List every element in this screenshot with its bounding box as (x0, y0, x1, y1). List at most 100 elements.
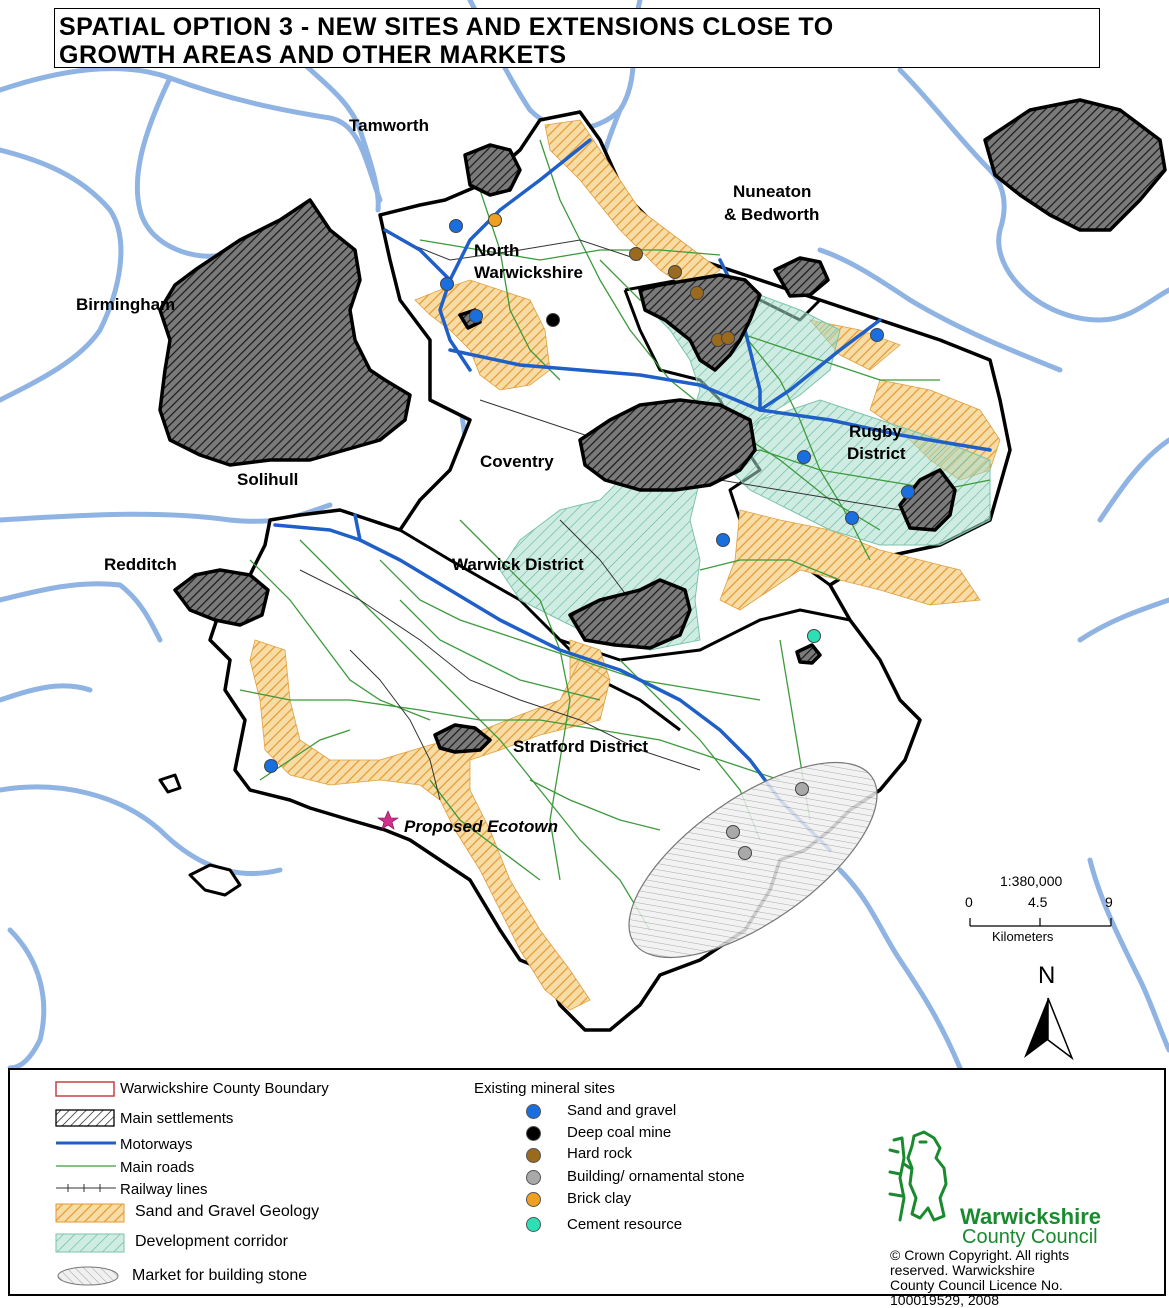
legend-site-building-stone: Building/ ornamental stone (567, 1168, 745, 1185)
scale-tick-4-5: 4.5 (1028, 894, 1048, 910)
legend-dot-sand-gravel (526, 1104, 541, 1119)
legend-site-hard-rock: Hard rock (567, 1145, 633, 1162)
main-roads (239, 139, 991, 931)
bear-ragged-staff-logo-icon (888, 1130, 948, 1222)
legend-dot-cement (526, 1217, 541, 1232)
legend-motorways: Motorways (120, 1136, 193, 1153)
map-title-box: SPATIAL OPTION 3 - NEW SITES AND EXTENSI… (54, 8, 1100, 69)
copyright-line-2: reserved. Warwickshire (890, 1262, 1035, 1278)
map-canvas (0, 0, 1169, 1068)
site-deep-coal (546, 313, 560, 327)
legend-site-sand-gravel: Sand and gravel (567, 1102, 677, 1119)
north-label: N (1038, 962, 1056, 989)
settlements (158, 98, 1167, 754)
site-brick-clay (488, 213, 502, 227)
legend: Warwickshire County Boundary Main settle… (8, 1068, 1166, 1296)
scale-labels: 1:380,000 0 4.5 9 Kilometers (958, 870, 1118, 950)
label-solihull: Solihull (237, 470, 299, 489)
label-nuneaton-line-1: Nuneaton (733, 182, 812, 201)
legend-dot-brick-clay (526, 1192, 541, 1207)
site-sand-gravel (901, 485, 915, 499)
outlying-areas (158, 773, 242, 897)
site-sand-gravel (449, 219, 463, 233)
legend-market-stone: Market for building stone (132, 1267, 308, 1284)
scale-unit: Kilometers (992, 929, 1054, 944)
copyright-line-1: © Crown Copyright. All rights (890, 1247, 1070, 1263)
label-redditch: Redditch (104, 555, 177, 574)
logo-text-line-1: Warwickshire (960, 1204, 1102, 1229)
label-nuneaton-line-2: & Bedworth (724, 205, 820, 224)
site-sand-gravel (264, 759, 278, 773)
settlement-stratford (433, 723, 492, 754)
legend-dev-corridor: Development corridor (135, 1233, 288, 1250)
market-building-stone (628, 761, 878, 959)
legend-county-boundary: Warwickshire County Boundary (120, 1080, 329, 1097)
legend-dev-corridor-swatch (55, 1233, 125, 1253)
legend-main-roads: Main roads (120, 1159, 195, 1176)
site-sand-gravel (440, 277, 454, 291)
settlement-southam (795, 643, 822, 665)
site-building-stone (738, 846, 752, 860)
mineral-sites (264, 213, 915, 860)
legend-site-cement: Cement resource (567, 1216, 683, 1233)
site-sand-gravel (716, 533, 730, 547)
legend-dot-deep-coal (526, 1126, 541, 1141)
scale-ratio: 1:380,000 (1000, 873, 1063, 889)
site-hard-rock (668, 265, 682, 279)
legend-market-stone-swatch (57, 1266, 119, 1286)
logo-text-line-2: County Council (962, 1226, 1098, 1248)
settlement-birmingham (158, 198, 412, 467)
settlement-northeast (983, 98, 1167, 232)
site-hard-rock (721, 331, 735, 345)
label-rugby-line-2: District (847, 444, 906, 463)
site-building-stone (795, 782, 809, 796)
copyright-notice: © Crown Copyright. All rights reserved. … (890, 1248, 1160, 1308)
site-cement (807, 629, 821, 643)
legend-site-brick-clay: Brick clay (567, 1190, 632, 1207)
label-rugby-line-1: Rugby (849, 422, 902, 441)
label-warwick-district: Warwick District (452, 555, 584, 574)
label-north-warwickshire-line-1: North (474, 241, 520, 260)
label-proposed-ecotown: Proposed Ecotown (404, 817, 558, 836)
settlement-coventry (578, 398, 757, 492)
settlement-tamworth (463, 143, 522, 197)
legend-settlements: Main settlements (120, 1110, 234, 1127)
settlement-nuneaton (638, 273, 762, 372)
copyright-line-3: County Council Licence No. (890, 1277, 1063, 1293)
legend-site-deep-coal: Deep coal mine (567, 1124, 672, 1141)
site-building-stone (726, 825, 740, 839)
settlement-redditch (173, 568, 270, 627)
settlement-warwick (568, 578, 692, 650)
label-birmingham: Birmingham (76, 295, 176, 314)
scale-bar (969, 918, 1112, 927)
label-coventry: Coventry (480, 452, 554, 471)
legend-dot-hard-rock (526, 1148, 541, 1163)
map-title-line-1: SPATIAL OPTION 3 - NEW SITES AND EXTENSI… (59, 13, 834, 41)
label-stratford-district: Stratford District (513, 737, 649, 756)
legend-motorways-swatch (56, 1141, 116, 1145)
site-hard-rock (629, 247, 643, 261)
site-sand-gravel (469, 309, 483, 323)
site-sand-gravel (870, 328, 884, 342)
legend-sites-heading: Existing mineral sites (474, 1080, 615, 1097)
map-title-line-2: GROWTH AREAS AND OTHER MARKETS (59, 41, 567, 69)
scale-tick-0: 0 (965, 894, 973, 910)
legend-sand-geology: Sand and Gravel Geology (135, 1203, 320, 1220)
label-north-warwickshire-line-2: Warwickshire (474, 263, 583, 282)
settlement-nuneaton-east (773, 256, 830, 298)
site-sand-gravel (797, 450, 811, 464)
ecotown-star-icon (377, 810, 399, 830)
legend-sand-geology-swatch (55, 1203, 125, 1223)
site-sand-gravel (845, 511, 859, 525)
legend-county-boundary-swatch (55, 1081, 115, 1097)
legend-railways-swatch (56, 1184, 116, 1192)
legend-settlements-swatch (55, 1109, 115, 1127)
settlement-rugby (898, 468, 957, 532)
scale-tick-9: 9 (1105, 894, 1113, 910)
legend-railways: Railway lines (120, 1181, 208, 1198)
label-tamworth: Tamworth (349, 116, 429, 135)
north-arrow-icon (1024, 997, 1074, 1061)
copyright-line-4: 100019529, 2008 (890, 1292, 999, 1308)
site-hard-rock (690, 286, 704, 300)
legend-dot-building-stone (526, 1170, 541, 1185)
